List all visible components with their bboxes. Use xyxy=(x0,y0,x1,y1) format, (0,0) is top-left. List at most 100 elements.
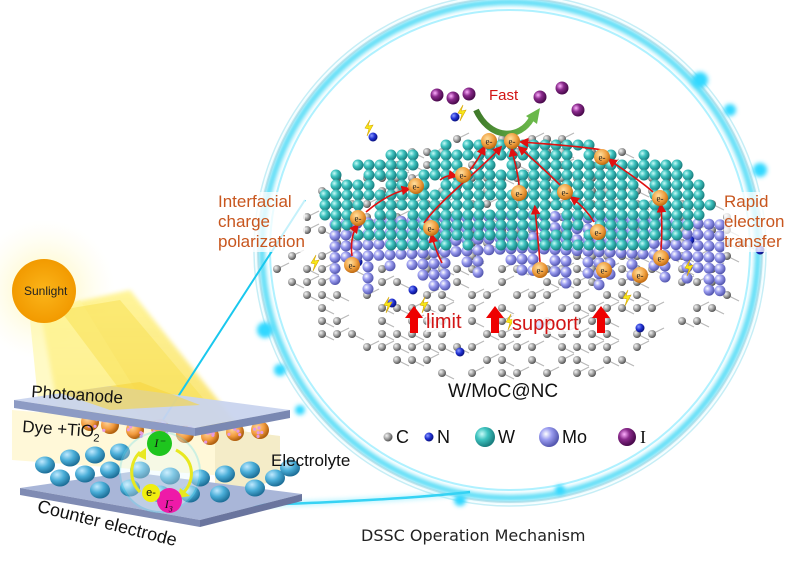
triiodide-superscript: − xyxy=(168,496,175,505)
w-atom xyxy=(616,169,628,181)
electron-icon: e- xyxy=(594,149,610,165)
mo-atom xyxy=(703,273,715,285)
annotation-right-line-3: transfer xyxy=(724,232,782,251)
mo-atom xyxy=(329,263,341,274)
w-atom xyxy=(385,179,397,191)
w-atom xyxy=(473,199,485,211)
c-atom xyxy=(513,369,521,377)
c-atom xyxy=(453,135,461,143)
mo-atom xyxy=(428,280,440,292)
c-atom xyxy=(393,343,401,351)
w-atom xyxy=(484,189,496,201)
w-atom xyxy=(407,199,419,211)
w-atom xyxy=(341,209,353,221)
w-atom xyxy=(572,239,584,251)
w-atom xyxy=(660,229,672,241)
w-atom xyxy=(363,229,375,241)
c-atom xyxy=(633,343,641,351)
c-atom xyxy=(618,278,626,286)
c-atom xyxy=(318,265,326,273)
mo-atom xyxy=(472,244,484,256)
mo-atom xyxy=(692,229,704,241)
c-atom xyxy=(603,356,611,364)
photoanode-plate xyxy=(14,382,290,436)
w-atom xyxy=(462,139,474,151)
electron-icon: e- xyxy=(557,184,573,200)
w-atom xyxy=(451,189,463,201)
c-atom xyxy=(378,304,386,312)
w-atom xyxy=(319,199,331,211)
svg-text:e-: e- xyxy=(486,137,493,147)
w-atom xyxy=(407,239,419,251)
c-atom xyxy=(618,304,626,312)
legend-mo-icon xyxy=(539,427,559,447)
w-atom xyxy=(693,199,705,211)
mo-atom xyxy=(692,240,704,252)
svg-text:e-: e- xyxy=(562,188,569,198)
electron-icon: e- xyxy=(532,262,548,278)
w-atom xyxy=(484,179,496,191)
c-atom xyxy=(498,356,506,364)
w-atom xyxy=(682,169,694,181)
mo-atom xyxy=(626,258,638,270)
catalyst-particle xyxy=(75,465,95,483)
fast-reaction-arrow xyxy=(473,108,540,137)
mo-atom xyxy=(483,244,495,256)
electron-arrow xyxy=(656,202,667,251)
w-atom xyxy=(473,189,485,201)
mo-atom xyxy=(703,262,715,274)
c-atom xyxy=(618,356,626,364)
annotation-right-line-2: electron xyxy=(724,212,785,231)
w-atom xyxy=(605,189,617,201)
w-atom xyxy=(462,199,474,211)
w-atom xyxy=(341,179,353,191)
w-atom xyxy=(396,159,408,171)
w-atom xyxy=(495,219,507,231)
w-atom xyxy=(572,159,584,171)
w-atom xyxy=(638,239,650,251)
c-atom xyxy=(303,291,311,299)
w-atom xyxy=(594,189,606,201)
mo-atom xyxy=(428,258,440,270)
mo-atom xyxy=(681,250,693,262)
c-atom xyxy=(303,278,311,286)
c-atom xyxy=(318,291,326,299)
mo-atom xyxy=(549,255,561,266)
iodide-ion: I⁻ xyxy=(147,431,172,456)
w-atom xyxy=(671,209,683,221)
mo-atom xyxy=(527,253,539,265)
w-atom xyxy=(319,209,331,221)
w-atom xyxy=(682,219,694,231)
w-atom xyxy=(539,149,551,161)
rapid-electron-transfer-label: Rapid electron transfer xyxy=(724,192,785,252)
c-atom xyxy=(423,161,431,169)
mo-atom xyxy=(472,266,484,278)
w-atom xyxy=(682,209,694,221)
annotation-left-line-1: Interfacial xyxy=(218,192,292,211)
w-atom xyxy=(528,139,540,151)
c-atom xyxy=(378,278,386,286)
w-atom xyxy=(495,179,507,191)
w-atom xyxy=(440,179,452,191)
c-atom xyxy=(423,148,431,156)
w-atom xyxy=(374,199,386,211)
c-atom xyxy=(678,317,686,325)
w-atom xyxy=(583,169,595,181)
c-atom xyxy=(573,304,581,312)
c-atom xyxy=(378,330,386,338)
mo-atom xyxy=(384,260,396,272)
svg-text:e-: e- xyxy=(657,194,664,204)
electron-icon: e- xyxy=(408,178,424,194)
mo-atom xyxy=(582,267,594,279)
w-atom xyxy=(594,179,606,191)
c-atom xyxy=(483,200,491,208)
c-atom xyxy=(498,265,506,273)
mo-atom xyxy=(681,272,693,284)
mo-atom xyxy=(637,248,649,260)
mo-atom xyxy=(329,230,341,241)
mo-atom xyxy=(373,249,385,261)
svg-text:e-: e- xyxy=(509,137,516,147)
legend-atoms xyxy=(383,427,636,447)
w-atom xyxy=(561,199,573,211)
w-atom xyxy=(649,219,661,231)
